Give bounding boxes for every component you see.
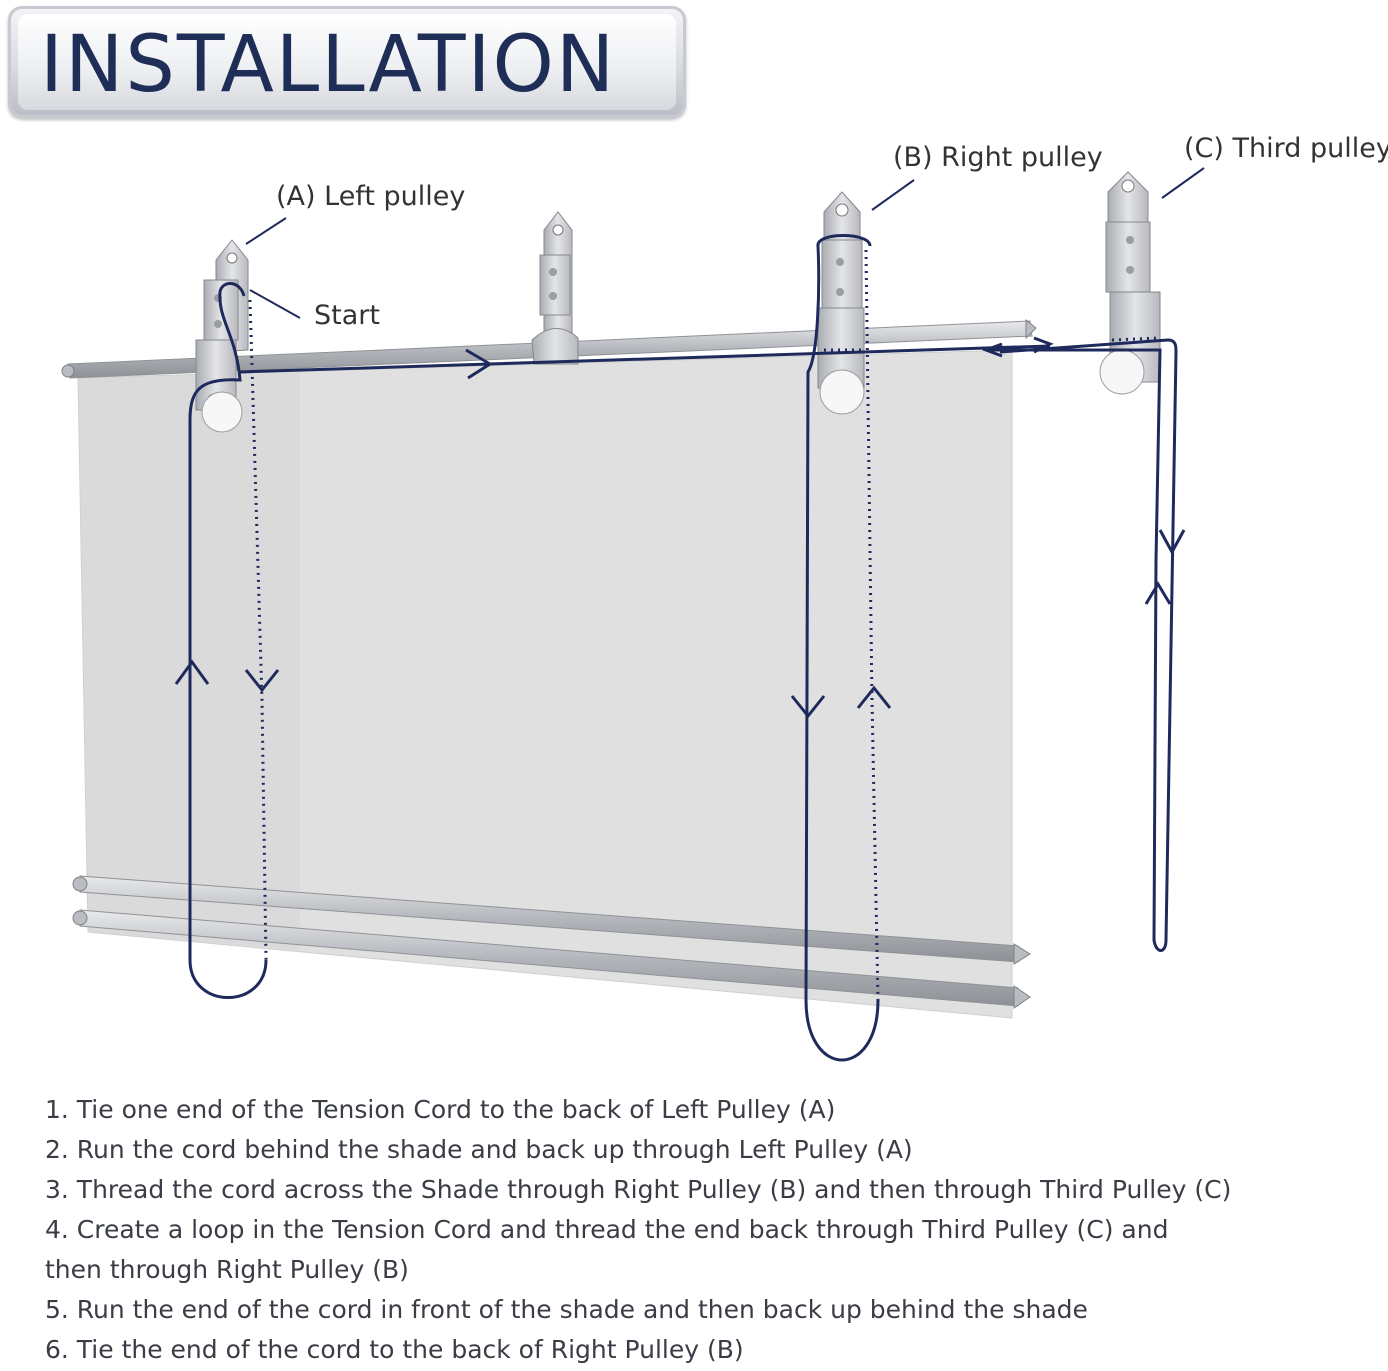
cord-left-front xyxy=(188,282,268,999)
third-pulley-bracket xyxy=(1099,171,1161,395)
right-pulley-bracket xyxy=(817,191,865,415)
arrow-left-third xyxy=(981,342,1003,358)
start-leader xyxy=(249,289,301,319)
start-label: Start xyxy=(314,300,380,331)
third-pulley-label: (C) Third pulley xyxy=(1184,133,1388,164)
arrow-down-third xyxy=(1158,529,1186,556)
right-pulley-label: (B) Right pulley xyxy=(893,142,1103,173)
arrow-up-left xyxy=(174,659,210,685)
left-pulley-leader xyxy=(245,217,287,245)
instruction-steps: 1. Tie one end of the Tension Cord to th… xyxy=(45,1090,1365,1370)
top-rod-endcap-left xyxy=(61,364,75,378)
title-banner-inner xyxy=(18,14,676,110)
cord-right-front xyxy=(804,234,880,1062)
step-3: 3. Thread the cord across the Shade thro… xyxy=(45,1175,1232,1204)
step-1: 1. Tie one end of the Tension Cord to th… xyxy=(45,1095,836,1124)
bottom-rod-2-endcap-right xyxy=(1013,985,1031,1009)
title-banner: INSTALLATION xyxy=(8,6,686,118)
cord-behind xyxy=(248,249,1161,1001)
arrow-down-right xyxy=(790,695,826,719)
cord-front xyxy=(188,234,1178,1062)
step-4-continued: then through Right Pulley (B) xyxy=(45,1255,409,1284)
arrow-down-left xyxy=(244,669,280,693)
arrow-right-third xyxy=(1033,336,1054,354)
direction-arrows xyxy=(174,336,1186,719)
arrow-right-top xyxy=(465,348,493,380)
step-4: 4. Create a loop in the Tension Cord and… xyxy=(45,1215,1169,1244)
step-2: 2. Run the cord behind the shade and bac… xyxy=(45,1135,913,1164)
cord-across xyxy=(239,344,1051,374)
arrow-up-right xyxy=(856,685,892,709)
bottom-rod-2-endcap-left xyxy=(72,910,88,926)
page-title: INSTALLATION xyxy=(40,20,617,110)
shade-panel xyxy=(77,349,1013,1019)
bottom-rod-1-endcap-right xyxy=(1013,943,1031,965)
cord-left-behind xyxy=(248,299,268,961)
right-pulley-leader xyxy=(871,179,915,211)
installation-diagram xyxy=(61,167,1205,1062)
cord-third-dots xyxy=(1111,336,1161,342)
step-5: 5. Run the end of the cord in front of t… xyxy=(45,1295,1088,1324)
cord-third-loop xyxy=(990,338,1178,952)
top-rod-endcap-right xyxy=(1025,318,1037,340)
bottom-rod-1-endcap-left xyxy=(72,876,88,892)
left-pulley-label: (A) Left pulley xyxy=(276,181,466,212)
middle-bracket xyxy=(531,211,579,365)
third-pulley-leader xyxy=(1161,167,1205,199)
step-6: 6. Tie the end of the cord to the back o… xyxy=(45,1335,744,1364)
arrow-up-third xyxy=(1144,581,1172,605)
left-pulley-bracket xyxy=(195,239,249,433)
